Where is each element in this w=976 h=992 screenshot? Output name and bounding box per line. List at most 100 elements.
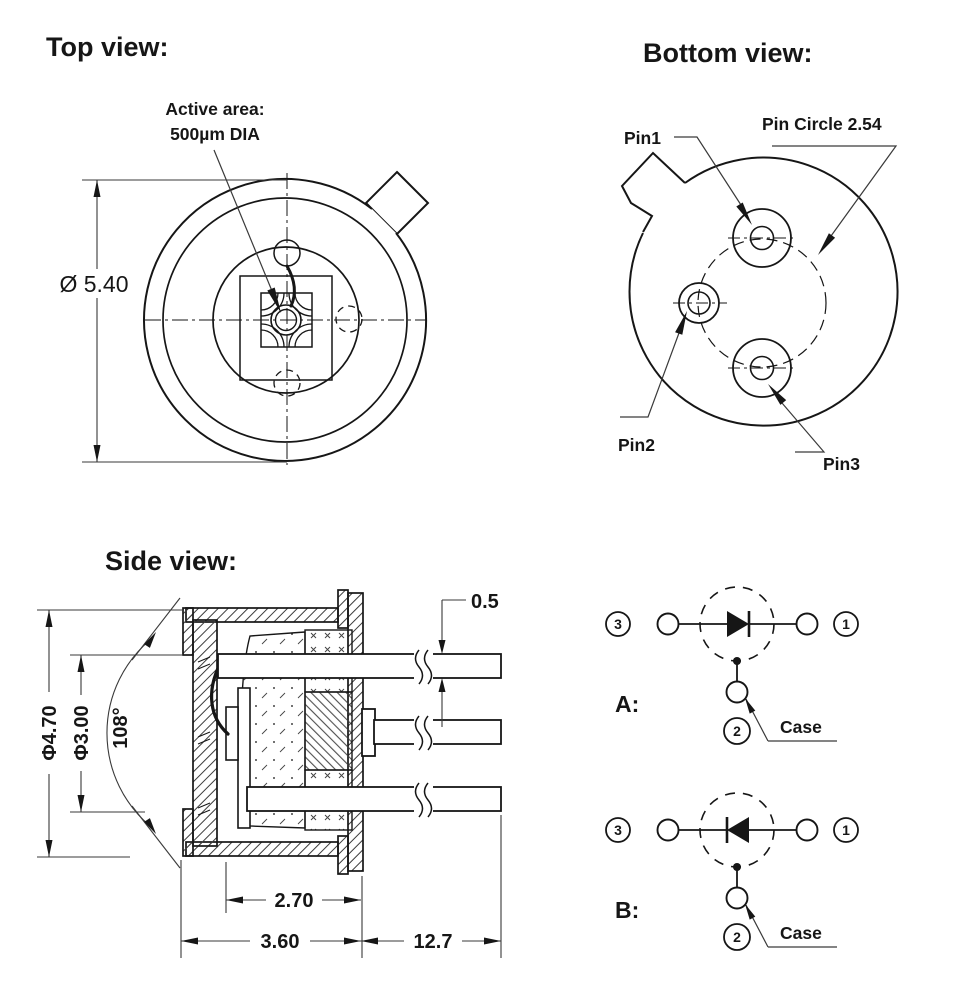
top-inner-rim-circle	[162, 197, 408, 443]
top-chip	[260, 292, 313, 348]
top-active-area-outer	[270, 304, 302, 336]
bottom-case-circle	[628, 156, 899, 427]
dim-arrow-down	[93, 445, 101, 462]
dim-pin-dia	[441, 599, 466, 727]
active-area-arrowhead	[267, 287, 281, 313]
dim-arrow	[45, 610, 53, 627]
pin3-lead-side	[246, 786, 502, 812]
top-diameter-label: Ø 5.40	[59, 271, 128, 297]
pin2-arrowhead	[675, 311, 687, 335]
top-view: Top view:	[46, 32, 430, 465]
pin2-head	[361, 708, 376, 757]
dim-arrow-up	[93, 180, 101, 197]
side-view-title: Side view:	[105, 546, 237, 576]
depth-label: 2.70	[275, 890, 314, 912]
circuit-b-pin1-number: 1	[842, 822, 850, 838]
dim-arrow	[45, 840, 53, 857]
circuit-a-diode-anode	[727, 611, 749, 637]
circuit-b-terminal-left	[656, 818, 680, 842]
side-view: Side view:	[37, 546, 502, 958]
pin1-lead-side	[217, 653, 502, 679]
dim-arrow	[226, 896, 243, 904]
circuit-a-case-terminal	[725, 680, 749, 704]
cap-length-label: 3.60	[261, 931, 300, 953]
side-pins	[217, 653, 502, 812]
circuit-b-pin1-circle	[833, 817, 859, 843]
pin2-leader	[620, 332, 680, 418]
dim-label-bg	[404, 928, 462, 952]
circuit-a-terminal-right	[795, 612, 819, 636]
active-area-label-line2: 500µm DIA	[170, 124, 260, 144]
dim-arrow	[438, 640, 446, 654]
fov-angle-label: 108°	[110, 707, 132, 748]
dim-label-bg	[37, 692, 61, 774]
pin-circle-leader	[772, 145, 898, 237]
circuit-a: 3 1 2 Case A:	[605, 586, 859, 745]
glass-seal-middle	[304, 691, 353, 771]
top-submount	[239, 275, 333, 381]
top-view-title: Top view:	[46, 32, 169, 62]
bottom-view-title: Bottom view:	[643, 38, 813, 68]
outer-dia-label: Φ4.70	[39, 705, 61, 760]
pin1-label: Pin1	[624, 128, 661, 148]
top-pin3-hidden	[335, 305, 363, 333]
top-chip-metallization	[260, 292, 313, 348]
side-bond-wire	[209, 662, 230, 736]
dim-label-bg	[69, 695, 93, 771]
circuit-b-label: B:	[615, 897, 639, 923]
dim-arrow	[344, 937, 361, 945]
fov-angle-label-group: 108°	[110, 707, 132, 748]
dim-outer-dia-label-group: Φ4.70	[39, 705, 61, 760]
top-bond-wire	[285, 264, 296, 308]
dim-label-bg	[52, 269, 136, 298]
dim-arrow	[77, 795, 85, 812]
cap-bottom-lip	[182, 808, 194, 857]
active-area-label-line1: Active area:	[165, 99, 264, 119]
circuit-b-diode-anode	[727, 817, 749, 843]
circuit-a-pin3-number: 3	[614, 616, 622, 632]
pin3-leader	[781, 402, 826, 453]
top-active-area-inner	[274, 308, 298, 332]
circuit-a-case-label: Case	[780, 717, 822, 737]
top-diameter-dimension	[82, 179, 287, 463]
inner-dia-label: Φ3.00	[71, 705, 93, 760]
dim-label-bg	[250, 928, 310, 952]
bottom-orientation-tab	[620, 151, 686, 233]
bottom-pin-circle	[697, 238, 827, 368]
pin3-label: Pin3	[823, 454, 860, 474]
dim-arrow	[181, 937, 198, 945]
top-pin2-hidden	[273, 369, 301, 397]
pin2-lead-side	[373, 719, 502, 745]
circuit-b-case-terminal	[725, 886, 749, 910]
active-area-leader	[213, 149, 273, 292]
circuit-a-pin1-circle	[833, 611, 859, 637]
bottom-view: Bottom view: Pin1 Pin Circle 2.54	[618, 38, 899, 474]
pin-circle-label: Pin Circle 2.54	[762, 114, 882, 134]
dim-arrow	[344, 896, 361, 904]
circuit-a-pin2-number: 2	[733, 723, 741, 739]
lead-length-label: 12.7	[414, 931, 453, 953]
pin-dia-label: 0.5	[471, 591, 499, 613]
circuit-b-case-arrowhead	[745, 904, 756, 920]
pad-centerlines	[673, 237, 796, 369]
circuit-b-pin3-number: 3	[614, 822, 622, 838]
fov-annotation	[106, 597, 181, 869]
circuit-a-case-arrowhead	[745, 698, 756, 714]
pin1-leader	[674, 136, 742, 206]
circuit-a-pin2-circle	[723, 717, 751, 745]
cap-bottom-flange	[337, 835, 349, 875]
window-glass-wall	[192, 619, 218, 847]
pin1-arrowhead	[736, 202, 752, 225]
circuit-b-pin2-number: 2	[733, 929, 741, 945]
pin-circle-arrowhead	[818, 233, 836, 255]
circuit-a-pin3-circle	[605, 611, 631, 637]
dim-arrow	[438, 678, 446, 692]
dim-label-bg	[266, 887, 322, 911]
cap-top-lip	[182, 607, 194, 656]
circuit-a-pin1-number: 1	[842, 616, 850, 632]
circuit-b-pin3-circle	[605, 817, 631, 843]
circuit-b-terminal-right	[795, 818, 819, 842]
dim-arrow	[361, 937, 378, 945]
